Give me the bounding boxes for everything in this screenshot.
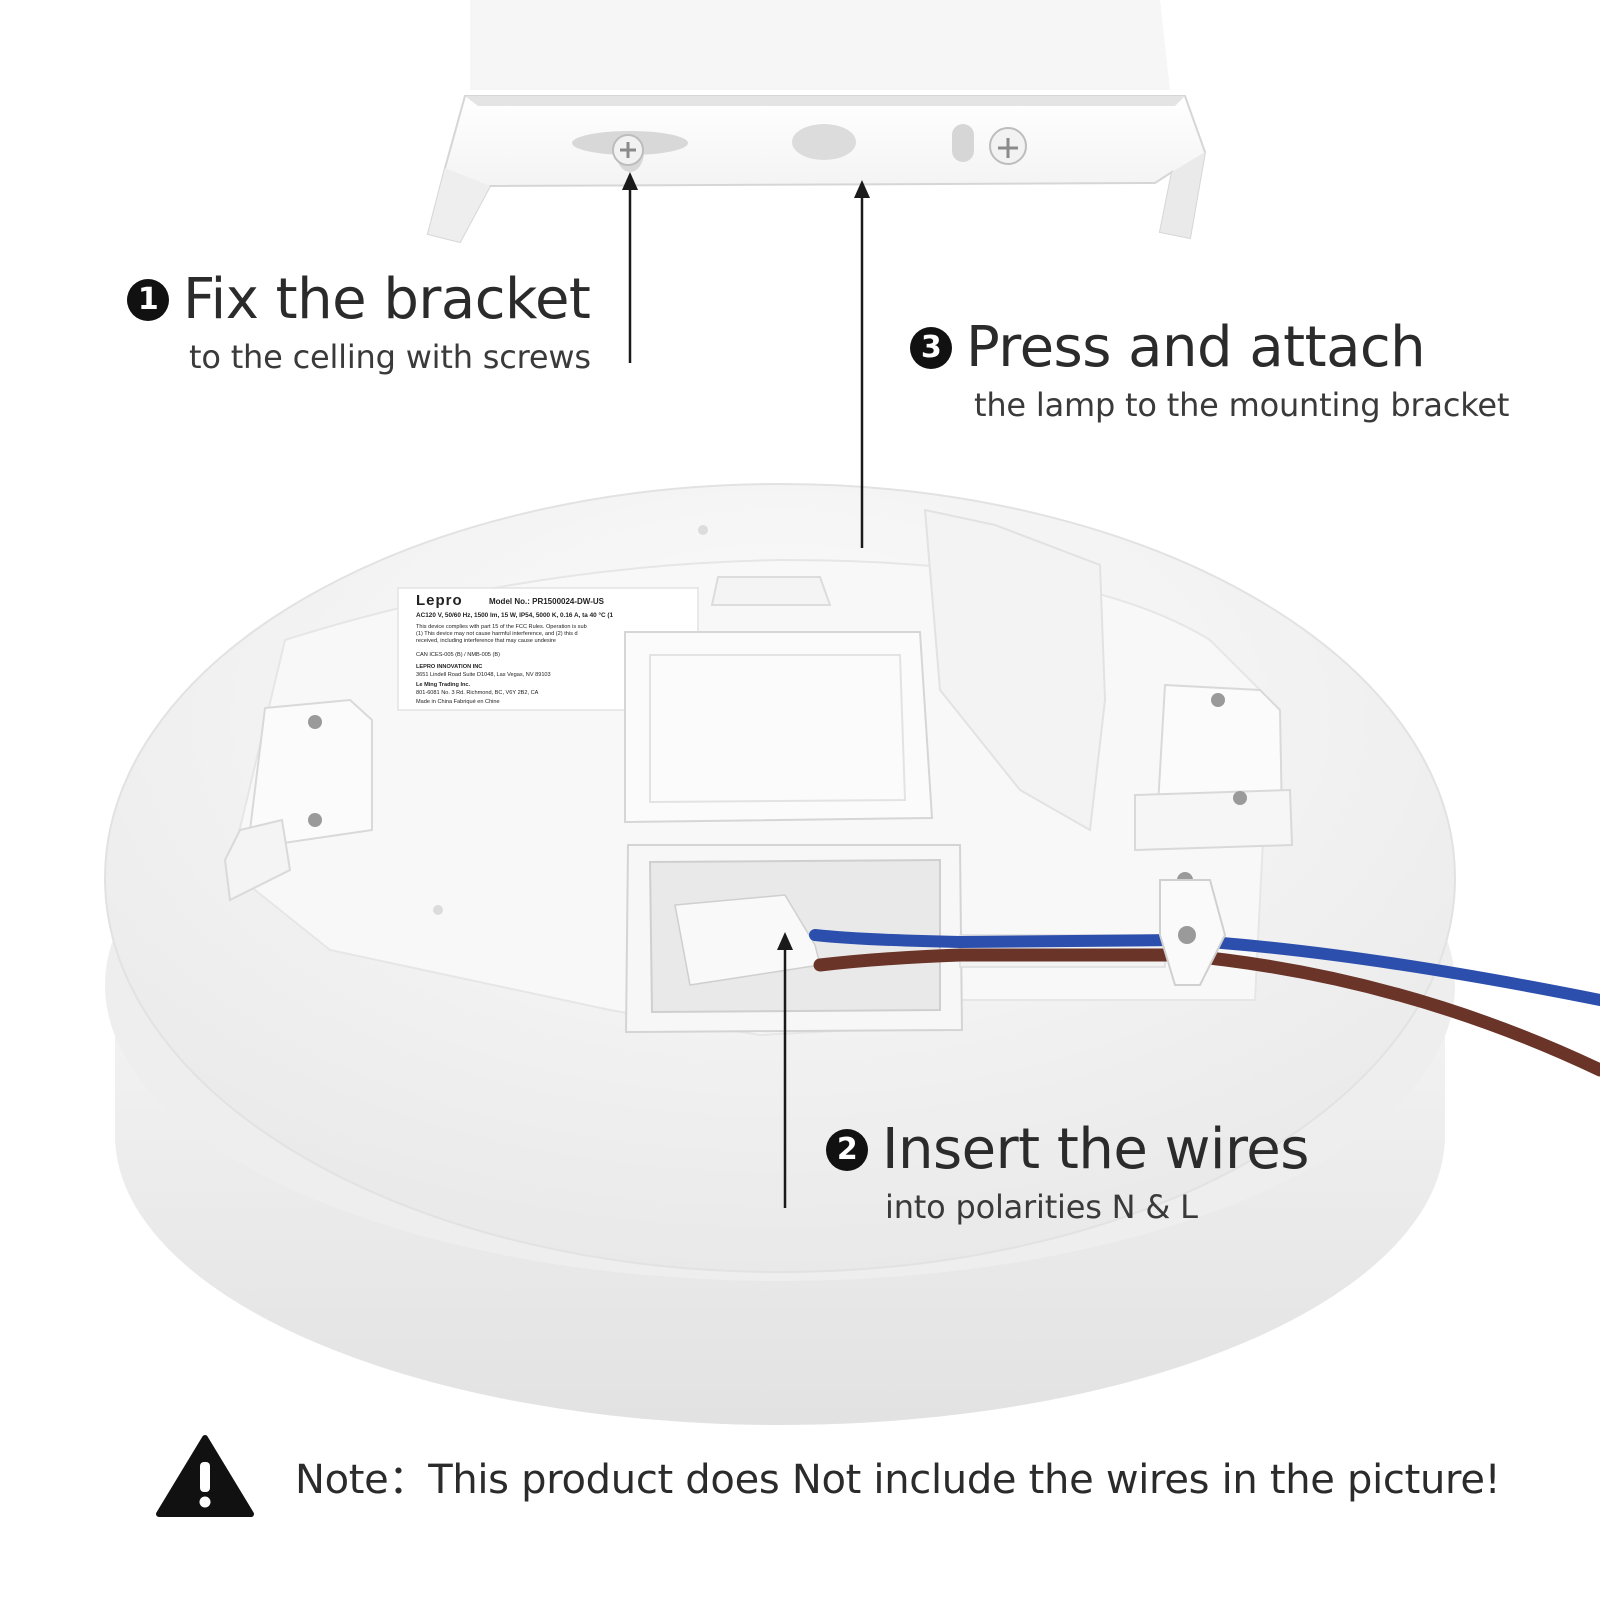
step-subtitle: to the celling with screws [189,338,591,376]
step-title: Insert the wires [882,1117,1309,1182]
label-origin: Made in China Fabriqué en Chine [416,699,500,705]
label-address-2: 801-6081 No. 3 Rd. Richmond, BC, V6Y 2B2… [416,690,539,696]
warning-triangle-icon [156,1435,254,1517]
step-subtitle: the lamp to the mounting bracket [974,386,1510,424]
step-title: Press and attach [966,315,1426,380]
pointer-arrows [622,172,870,1208]
label-specs: AC120 V, 50/60 Hz, 1500 lm, 15 W, IP54, … [416,612,614,619]
note-text: Note：This product does Not include the w… [295,1457,1501,1503]
mounting-clip-left [223,698,373,902]
step-1-callout: 1 Fix the bracket to the celling with sc… [127,272,591,376]
screw-slot-left [572,131,688,172]
label-fcc-3: received, including interference that ma… [416,638,556,644]
step-subtitle: into polarities N & L [885,1188,1198,1226]
label-can: CAN ICES-005 (B) / NMB-005 (B) [416,652,500,658]
mounting-bracket [426,0,1207,244]
wire-clamp [1159,879,1227,986]
label-fcc-2: (1) This device may not cause harmful in… [416,631,578,637]
note-banner: Note：This product does Not include the w… [155,1434,1501,1518]
junction-box-lid [624,576,934,824]
label-model: Model No.: PR1500024-DW-US [489,597,604,606]
label-brand: Lepro [416,592,463,609]
step-number-badge: 1 [127,279,169,321]
label-company: LEPRO INNOVATION INC [416,664,483,670]
step-3-callout: 3 Press and attach the lamp to the mount… [910,320,1509,424]
screw-slot-right [952,124,1027,165]
brown-wire [813,948,1600,1077]
label-fcc-1: This device complies with part 15 of the… [416,624,587,630]
mounting-clip-right [1134,683,1294,888]
step-2-callout: 2 Insert the wires into polarities N & L [826,1122,1309,1226]
step-number-badge: 2 [826,1129,868,1171]
step-number-badge: 3 [910,327,952,369]
label-address-1: 3651 Lindell Road Suite D1048, Las Vegas… [416,672,551,678]
label-company-2: Le Ming Trading Inc. [416,682,471,688]
center-hole [792,124,856,160]
step-title: Fix the bracket [183,267,591,332]
